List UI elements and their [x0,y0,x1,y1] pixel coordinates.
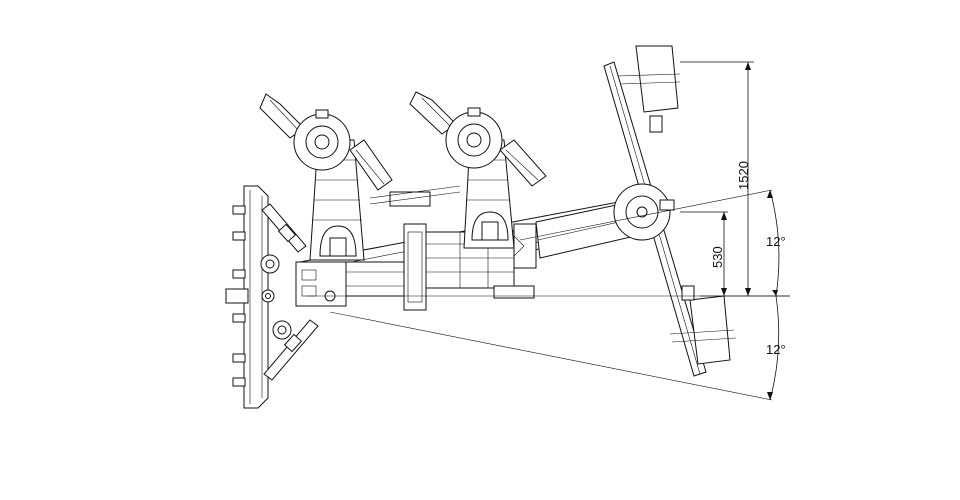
dim-1520-label: 1520 [736,161,751,190]
dim-530-label: 530 [710,246,725,268]
angle-lower-label: 12° [766,342,786,357]
mount-frame [225,185,319,409]
gauge-wheel-2 [409,91,547,249]
angle-upper-label: 12° [766,234,786,249]
dimension-lines [306,61,790,401]
gauge-wheel-1 [259,93,393,261]
end-toolbar [603,45,737,377]
